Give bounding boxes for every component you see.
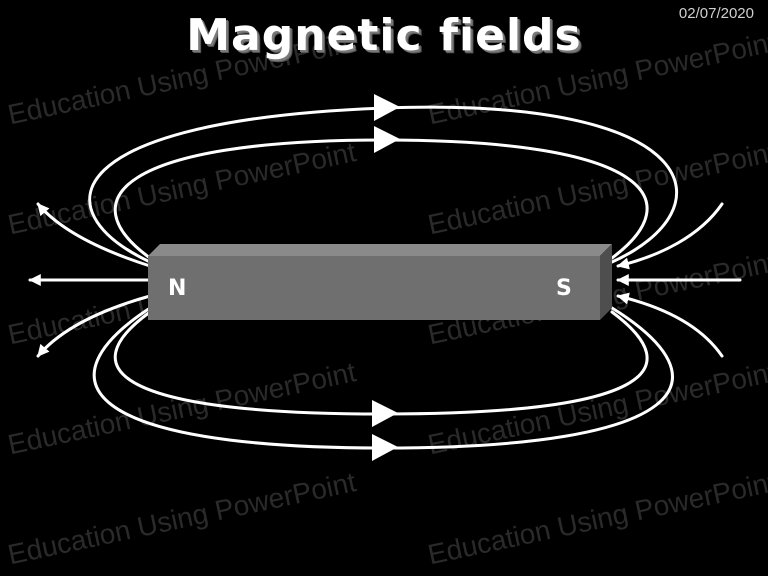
north-pole-label: N	[168, 276, 187, 301]
arrow-icon	[372, 434, 398, 461]
field-line-bottom-outer	[92, 306, 674, 450]
field-line-right-lower	[616, 292, 724, 358]
magnet-side-face	[600, 244, 612, 320]
slide-title: Magnetic fields	[186, 10, 582, 61]
field-line-top-outer	[88, 105, 678, 264]
arrow-icon	[374, 94, 400, 121]
field-line-right-upper	[616, 202, 724, 270]
bar-magnet	[148, 244, 612, 320]
slide-date: 02/07/2020	[678, 5, 754, 22]
field-line-left-upper	[36, 202, 152, 268]
field-line-top-inner	[113, 138, 649, 260]
arrow-icon	[372, 400, 398, 427]
magnet-front-face	[148, 256, 600, 320]
field-line-bottom-inner	[113, 310, 649, 416]
magnet-top-face	[148, 244, 612, 256]
field-line-left-lower	[36, 294, 152, 358]
south-pole-label: S	[556, 276, 572, 301]
arrow-icon	[374, 126, 400, 153]
